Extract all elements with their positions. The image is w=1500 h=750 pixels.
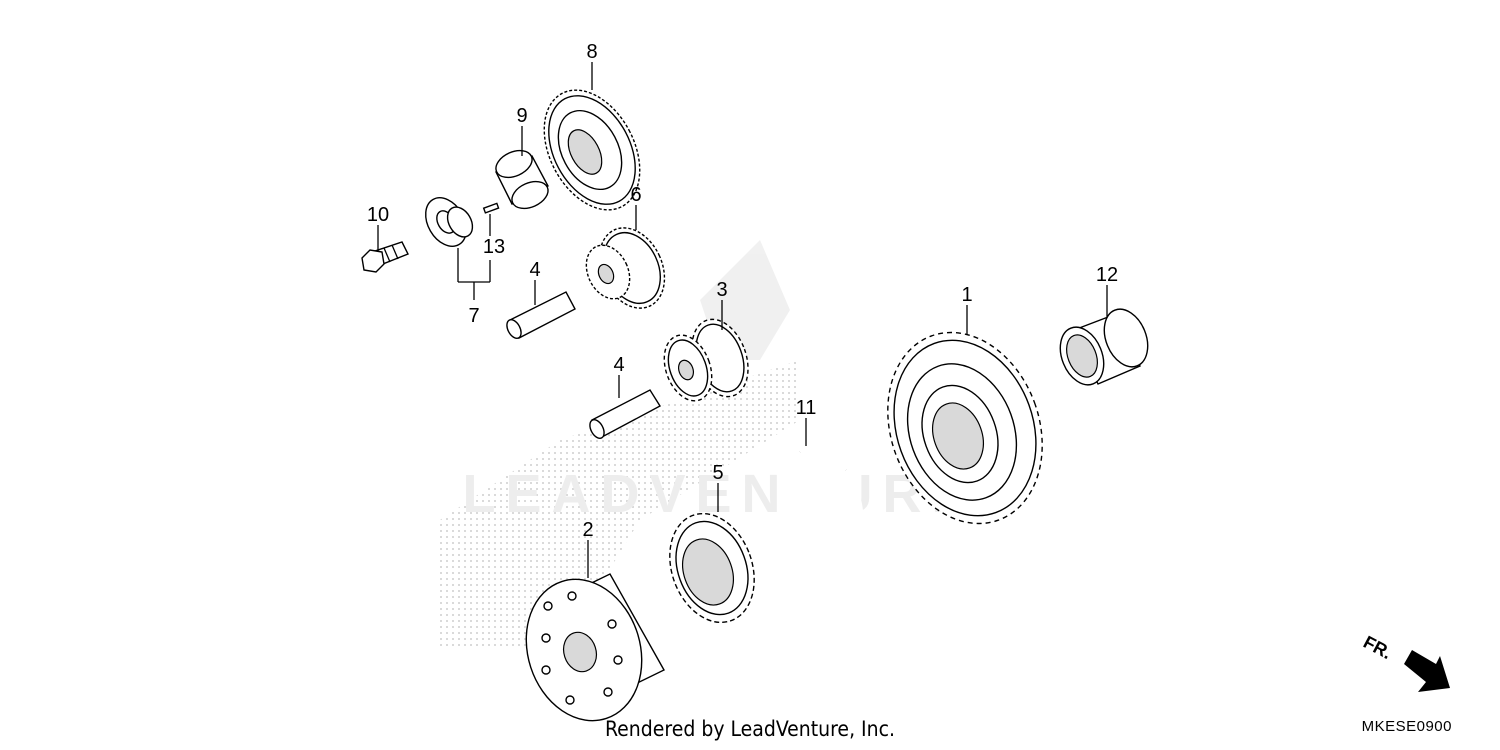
callout-4-upper: 4	[529, 259, 540, 281]
snap-ring-part-11[interactable]	[777, 450, 864, 569]
bearing-part-12[interactable]	[1052, 303, 1156, 392]
callout-13: 13	[483, 236, 505, 258]
shaft-part-4-lower[interactable]	[587, 389, 661, 441]
watermark: LEADVENTURE	[440, 240, 977, 650]
collar-part-9[interactable]	[492, 145, 552, 213]
callout-4-lower: 4	[613, 354, 624, 376]
callout-3: 3	[716, 279, 727, 301]
callout-2: 2	[582, 519, 593, 541]
bolt-part-10[interactable]	[361, 241, 409, 273]
callout-10: 10	[367, 204, 389, 226]
direction-label: FR.	[1360, 632, 1395, 663]
clutch-part-5[interactable]	[655, 502, 768, 635]
callout-8: 8	[586, 41, 597, 63]
callout-1: 1	[961, 284, 972, 306]
arrow-icon	[1404, 650, 1450, 692]
callout-7: 7	[468, 305, 479, 327]
callout-5: 5	[712, 462, 723, 484]
clutch-outer-part-2[interactable]	[508, 564, 665, 736]
callouts: 8 9 10 13 7 6 4 3 4 1 12 11 5 2	[367, 41, 1118, 541]
callout-11: 11	[796, 397, 817, 419]
leader-lines	[377, 62, 1108, 578]
callout-12: 12	[1096, 264, 1118, 286]
diagram-code: MKESE0900	[1361, 718, 1452, 735]
footer-credit: Rendered by LeadVenture, Inc.	[605, 717, 895, 741]
callout-6: 6	[630, 184, 641, 206]
washer-part-7[interactable]	[417, 190, 477, 253]
watermark-text: LEADVENTURE	[462, 464, 977, 524]
gear-part-1[interactable]	[862, 311, 1068, 546]
callout-9: 9	[516, 105, 527, 127]
gear-part-3[interactable]	[656, 312, 758, 408]
gear-part-6[interactable]	[578, 217, 677, 318]
shaft-part-4-upper[interactable]	[504, 291, 576, 341]
pin-part-13[interactable]	[482, 202, 500, 214]
front-direction-arrow: FR.	[1360, 632, 1450, 692]
gear-part-8[interactable]	[525, 74, 659, 226]
